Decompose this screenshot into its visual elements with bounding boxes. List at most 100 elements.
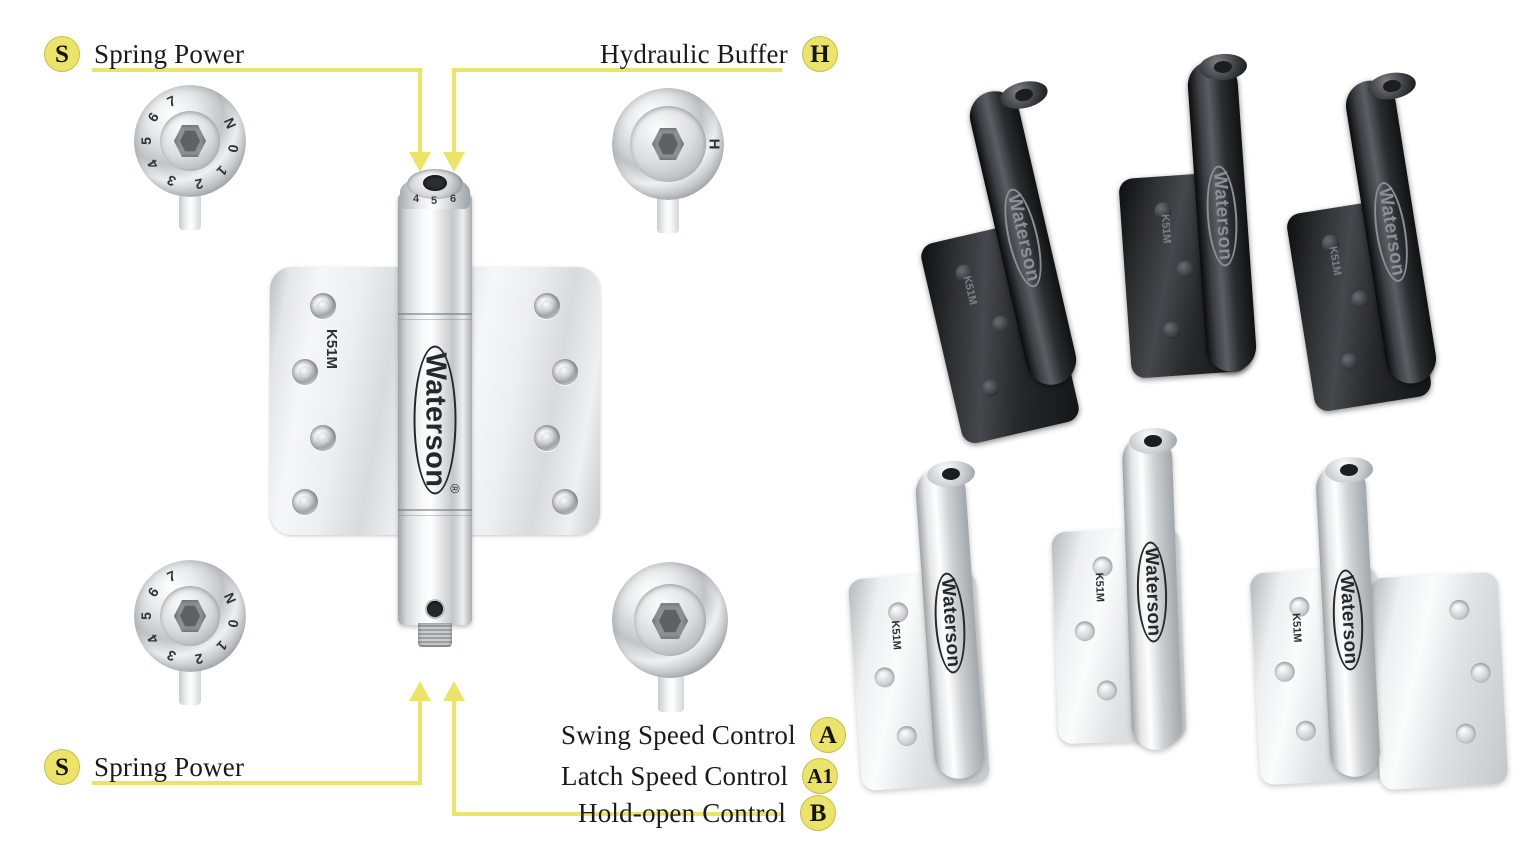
dial-mark-hydraulic-letter: H [705,138,723,150]
label-spring-power-top: Spring Power [94,38,245,69]
hinge-top-socket [1339,463,1359,477]
hinge-top-socket [941,467,961,481]
leader-arrow-spring-bottom [409,681,431,701]
screw-hole [1349,289,1370,310]
silver-hinge-3: K51M Waterson [1249,455,1515,805]
hinge-bottom-stud [418,623,452,647]
brand-logo-main-hinge: Waterson [413,345,457,495]
dial-face: 2 3 4 5 6 7 0 1 N [134,560,246,672]
hinge-barrel [398,193,472,625]
badge-spring-power-bottom: S [44,749,80,785]
screw-hole [310,293,336,319]
hinge-top-socket [1013,87,1035,103]
screw-hole [1162,321,1181,340]
label-spring-power-bottom: Spring Power [94,751,245,782]
barrel-band [398,509,472,511]
hinge-top-cap [1198,52,1248,82]
badge-spring-power-top: S [44,36,80,72]
detail-hydraulic-dial-top: H [608,88,728,233]
dial-face: 2 3 4 5 6 7 0 1 N [134,85,246,197]
barrel-band [398,313,472,315]
callout-hydraulic-buffer: Hydraulic Buffer H [600,36,838,72]
detail-spring-dial-top: 2 3 4 5 6 7 0 1 N [130,85,250,230]
label-underline-spring-top [92,68,242,72]
hinge-model-label: K51M [1158,213,1173,244]
dial-mark-5: 5 [138,612,154,620]
hinge-top-cap [926,459,976,489]
callout-swing-speed-control: Swing Speed Control A [561,717,846,753]
hinge-top-cap [1324,455,1374,485]
brand-logo: Waterson [997,185,1049,291]
screw-hole [896,725,918,747]
hinge-top-dial-mark-4: 4 [413,193,420,205]
label-latch-speed-control: Latch Speed Control [561,760,789,791]
badge-swing-speed-control: A [809,717,846,753]
hinge-model-label: K51M [888,620,903,651]
label-hold-open-control: Hold-open Control [578,797,787,828]
leader-line-hydraulic-vertical [452,68,456,154]
hinge-model-label: K51M [1289,612,1304,643]
screw-hole [1455,723,1477,745]
leader-arrow-controls [443,681,465,701]
label-underline-hydraulic [600,68,782,72]
brand-logo-oval [1135,540,1169,644]
hinge-model-label: K51M [960,274,979,307]
screw-hole [1274,661,1296,683]
label-underline-holdopen [578,812,782,816]
screw-hole [1295,720,1317,742]
screw-hole [552,359,578,385]
label-hydraulic-buffer: Hydraulic Buffer [600,38,788,69]
dial-hex-socket-inner [180,130,200,152]
hinge-top-socket [1143,434,1163,448]
detail-spring-dial-bottom: 2 3 4 5 6 7 0 1 N [130,560,250,705]
detail-speed-control-dial-bottom [608,562,733,712]
hinge-top-socket [1382,78,1402,94]
hinge-model-label-left: K51M [323,329,340,370]
brand-logo: Waterson [1135,540,1169,644]
dial-hex-socket-inner [180,605,200,627]
hinge-barrel: Waterson [1121,433,1183,751]
screw-hole [292,359,318,385]
hinge-bottom-adjustment-port [427,601,443,617]
dial-hex-socket-inner [658,133,678,155]
leader-line-spring-bottom-vertical [418,700,422,785]
label-underline-spring-bottom [92,781,242,785]
hinge-top-dial-mark-5: 5 [431,195,438,207]
screw-hole [534,293,560,319]
barrel-band [398,515,472,516]
leader-line-spring-top-horizontal [92,68,422,72]
callout-latch-speed-control: Latch Speed Control A1 [561,758,839,794]
barrel-band [398,319,472,320]
hinge-top-dial-socket [423,175,447,191]
leader-line-spring-top-vertical [418,68,422,154]
hinge-top-dial-mark-6: 6 [450,193,457,205]
label-swing-speed-control: Swing Speed Control [561,719,796,750]
hinge-model-label: K51M [1092,572,1106,603]
hinge-leaf [1369,571,1509,791]
badge-hydraulic-buffer: H [801,36,838,72]
screw-hole [1074,620,1096,642]
screw-hole [1448,599,1470,621]
callout-hold-open-control: Hold-open Control B [578,795,837,831]
screw-hole [990,313,1011,335]
screw-hole [873,666,896,689]
dial-face: H [612,88,724,200]
callout-spring-power-bottom: S Spring Power [44,749,244,785]
dial-hex-socket-inner [659,609,681,633]
hinge-top-socket [1213,60,1233,74]
screw-hole [1176,260,1195,279]
brand-logo-oval [413,345,457,495]
brand-logo: Waterson [931,571,969,675]
screw-hole [1470,662,1492,684]
callout-spring-power-top: S Spring Power [44,36,244,72]
badge-latch-speed-control: A1 [802,758,839,794]
leader-line-spring-bottom-horizontal [92,781,422,785]
screw-hole [1339,351,1359,372]
registered-mark-main-hinge: ® [447,483,463,494]
leader-arrow-spring-top [409,152,431,172]
screw-hole [552,489,578,515]
screw-hole [534,425,560,451]
brand-logo: Waterson [1368,179,1414,285]
screw-hole [1096,680,1118,701]
